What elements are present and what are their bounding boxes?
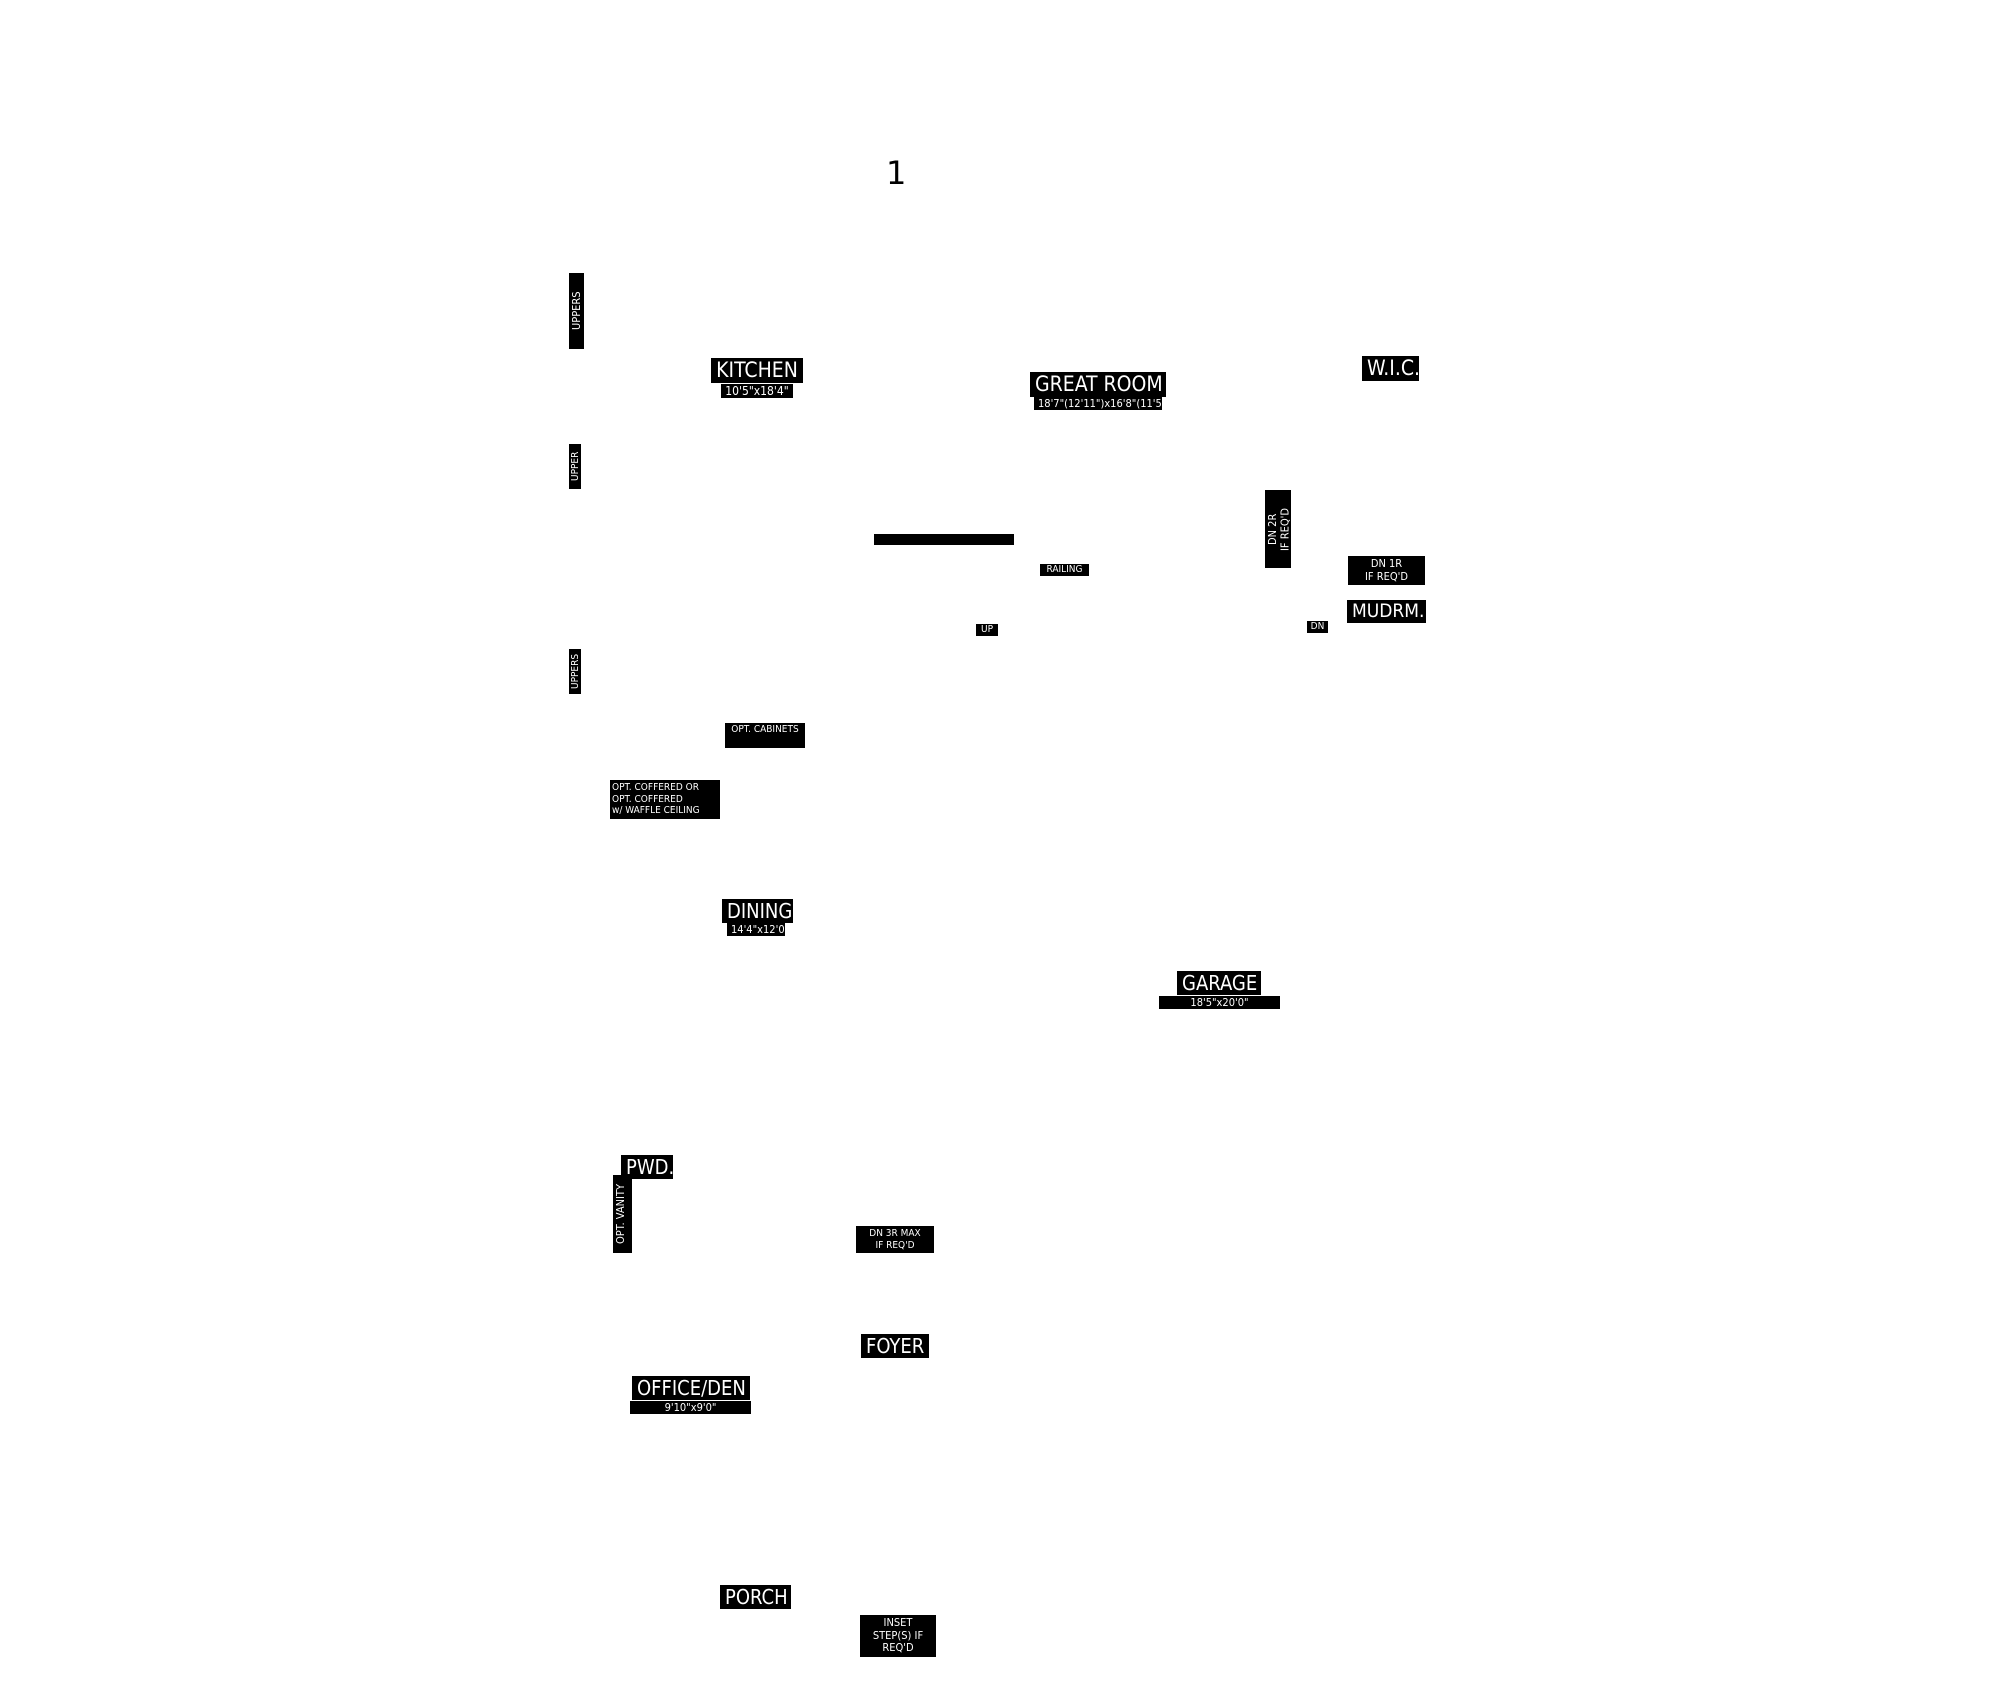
optional-vanity-label: OPT. VANITY: [613, 1175, 632, 1253]
foyer-label: FOYER: [861, 1334, 929, 1358]
great-room-dimensions: 18'7"(12'11")x16'8"(11'5"): [1034, 397, 1170, 410]
dining-label: DINING: [722, 899, 793, 923]
down-1-riser-line-1: DN 1R: [1370, 557, 1403, 570]
down-2-risers-line-2: IF REQ'D: [1278, 507, 1292, 551]
down-1-riser-note: DN 1R IF REQ'D: [1348, 556, 1425, 586]
mudroom-label: MUDRM.: [1347, 600, 1426, 623]
page-number: 1: [886, 154, 907, 192]
great-room-label: GREAT ROOM: [1030, 372, 1166, 397]
optional-ceiling-note: OPT. COFFERED OR OPT. COFFERED w/ WAFFLE…: [610, 780, 720, 819]
garage-label: GARAGE: [1177, 971, 1261, 995]
walk-in-closet-label: W.I.C.: [1362, 356, 1420, 381]
inset-steps-line-3: REQ'D: [882, 1641, 914, 1655]
uppers-cabinet-label: UPPERS: [569, 273, 584, 349]
down-2-risers-note: DN 2R IF REQ'D: [1265, 490, 1292, 568]
inset-steps-line-2: STEP(S) IF: [872, 1628, 924, 1642]
inset-steps-note: INSET STEP(S) IF REQ'D: [860, 1615, 936, 1657]
ceiling-note-line-1: OPT. COFFERED OR: [612, 782, 699, 793]
ceiling-note-line-2: OPT. COFFERED: [612, 793, 683, 805]
kitchen-label: KITCHEN: [711, 358, 803, 383]
down-3-risers-line-2: IF REQ'D: [875, 1239, 915, 1251]
down-2-risers-line-1: DN 2R: [1266, 513, 1279, 545]
optional-cabinets-note: OPT. CABINETS: [725, 723, 805, 748]
dining-dimensions: 14'4"x12'0": [727, 923, 789, 936]
upper-cabinet-label: UPPER: [569, 444, 581, 489]
down-label: DN: [1307, 621, 1328, 633]
inset-steps-line-1: INSET: [883, 1616, 913, 1629]
uppers-cabinet-label-lower: UPPERS: [569, 649, 581, 694]
office-den-label: OFFICE/DEN: [632, 1376, 750, 1400]
kitchen-dimensions: 10'5"x18'4": [721, 384, 793, 398]
railing-label: RAILING: [1040, 564, 1089, 576]
garage-dimensions: 18'5"x20'0": [1159, 996, 1280, 1009]
down-1-riser-line-2: IF REQ'D: [1364, 569, 1408, 583]
office-den-dimensions: 9'10"x9'0": [630, 1401, 751, 1414]
porch-label: PORCH: [720, 1585, 791, 1609]
down-3-risers-line-1: DN 3R MAX: [869, 1228, 921, 1239]
stair-up-label: UP: [976, 624, 998, 636]
stair-landing-bar: [874, 534, 1014, 545]
ceiling-note-line-3: w/ WAFFLE CEILING: [612, 805, 700, 816]
down-3-risers-note: DN 3R MAX IF REQ'D: [856, 1226, 934, 1253]
